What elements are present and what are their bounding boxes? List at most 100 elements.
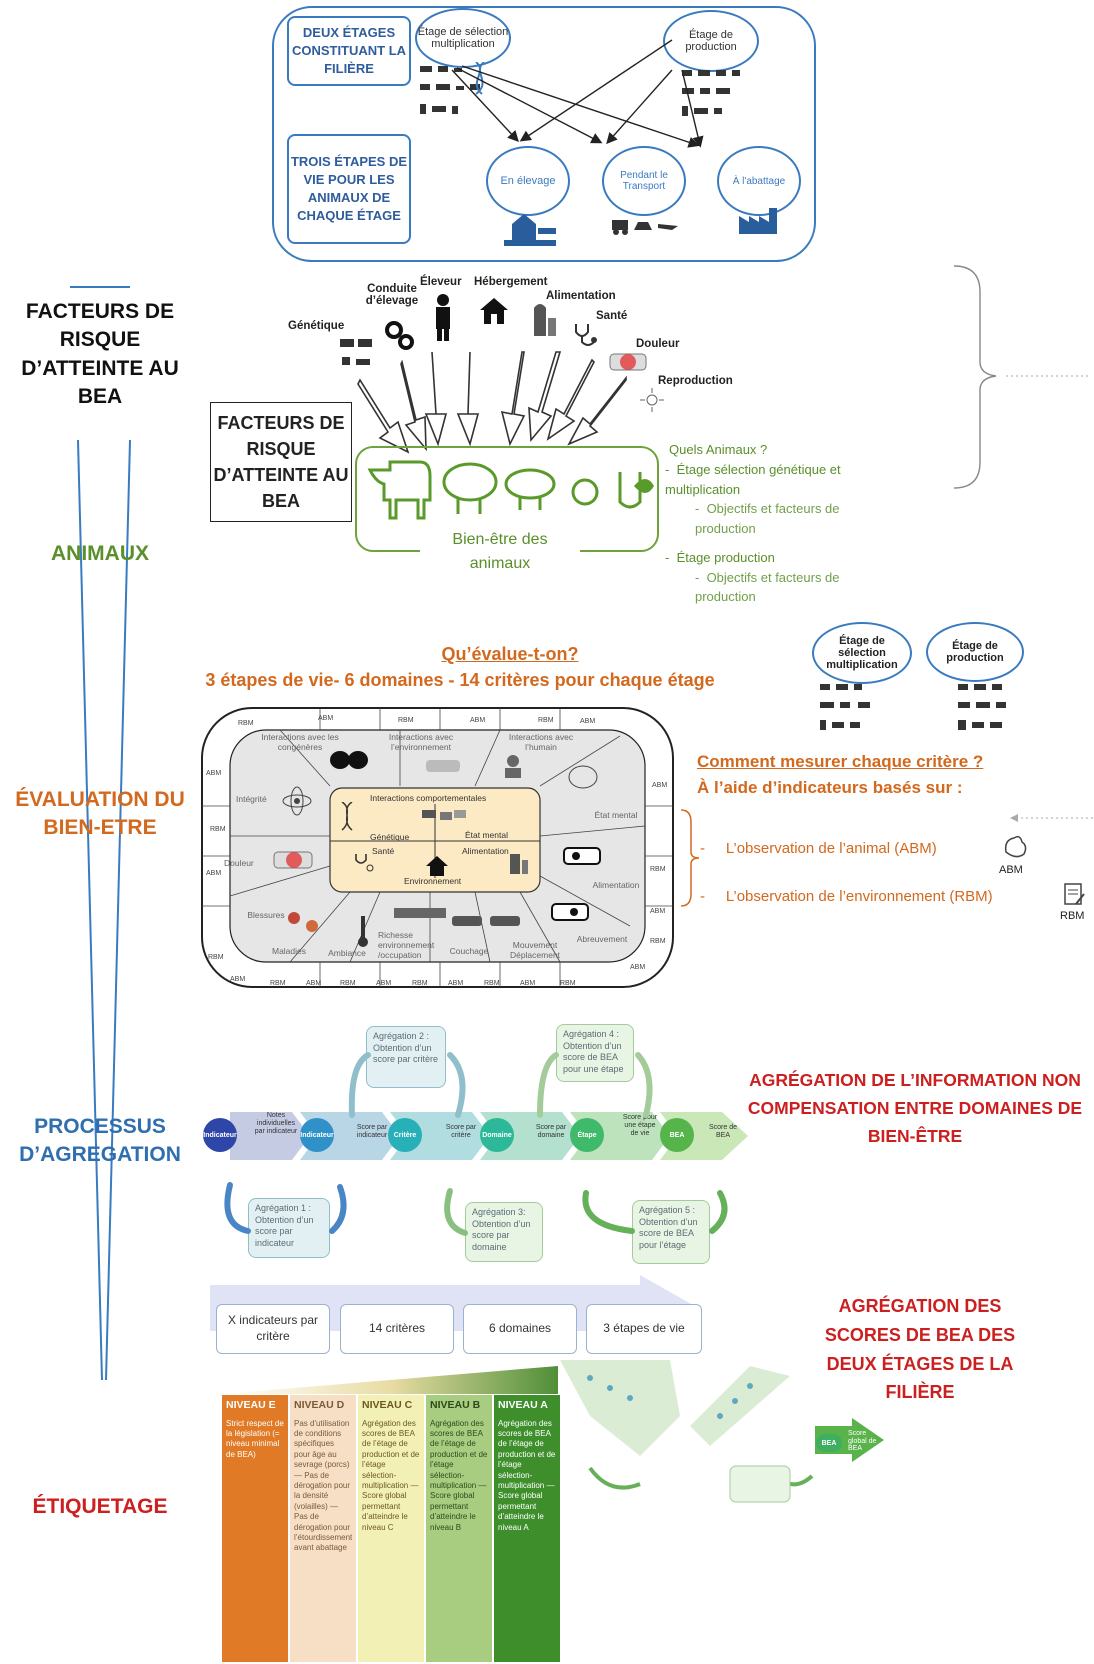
title-animals: ANIMAUX <box>51 542 149 565</box>
factor-breeder: Éleveur <box>420 276 462 288</box>
rim-abm: ABM <box>520 980 536 987</box>
sheep-icon <box>330 751 368 769</box>
level-text: Pas d'utilisation de conditions spécifiq… <box>294 1418 353 1553</box>
animal-pictograms-production-icon <box>682 70 740 116</box>
brain-icon <box>568 765 598 789</box>
animal-pictograms-icon <box>420 62 485 114</box>
cow-icon <box>426 760 460 772</box>
step-domains: 6 domaines <box>463 1304 577 1354</box>
chevron-note: Score par indicateur <box>356 1124 388 1140</box>
aggregation-stages-title: AGRÉGATION DES SCORES DE BEA DES DEUX ÉT… <box>824 1296 1016 1403</box>
rim-rbm: RBM <box>210 826 226 833</box>
agg1-box: Agrégation 1 : Obtention d’un score par … <box>248 1198 330 1258</box>
rim-abm: ABM <box>652 782 668 789</box>
node-indicator: Indicateur <box>203 1118 237 1152</box>
pain-cow-small-icon <box>273 851 313 869</box>
domain-label: Alimentation <box>462 846 509 856</box>
rim-rbm: RBM <box>238 720 254 727</box>
factor-health: Santé <box>596 310 628 322</box>
level-title: NIVEAU D <box>294 1399 345 1411</box>
node-criterion: Critère <box>388 1118 422 1152</box>
objectives1-text: Objectifs et facteurs de production <box>695 501 840 536</box>
rbm-badge: RBM <box>1060 910 1085 922</box>
objectives2-text: Objectifs et facteurs de production <box>695 569 840 605</box>
factory-icon <box>739 208 777 234</box>
level-column-niveau-a: NIVEAU A Agrégation des scores de BEA de … <box>494 1395 560 1662</box>
inner-silo-icon <box>510 854 528 874</box>
node-indicator-2: Indicateur <box>300 1118 334 1152</box>
transport-icon <box>612 220 678 235</box>
title-process: PROCESSUS D’AGREGATION <box>19 1115 181 1167</box>
rim-abm: ABM <box>376 980 392 987</box>
domain-label: Environnement <box>404 876 462 886</box>
which-animals-title: Quels Animaux ? <box>669 442 768 457</box>
stage-arrows <box>451 39 704 148</box>
top-panel <box>272 6 816 262</box>
level-title: NIVEAU A <box>498 1399 548 1411</box>
human-icon <box>505 755 521 778</box>
life-slaughter-bubble: À l'abattage <box>717 146 801 216</box>
chevron-note: Score par domaine <box>535 1124 567 1140</box>
rim-abm: ABM <box>318 715 334 722</box>
rim-rbm: RBM <box>650 866 666 873</box>
steps-arrow <box>210 1275 700 1341</box>
step-indicators: X indicateurs par critère <box>216 1304 330 1354</box>
rim-abm: ABM <box>230 976 246 983</box>
level-column-niveau-d: NIVEAU D Pas d'utilisation de conditions … <box>290 1395 356 1662</box>
level-title: NIVEAU C <box>362 1399 413 1411</box>
stage-production-bubble: Étage de production <box>663 10 759 72</box>
title-evaluation: ÉVALUATION DU BIEN-ETRE <box>15 788 185 840</box>
labelling-gradient-bar <box>222 1366 558 1394</box>
injury-icon <box>288 912 318 932</box>
chevron-note: Notes individuelles par indicateur <box>254 1112 298 1136</box>
criterion-label: Richesse environnement /occupation <box>378 930 435 960</box>
criterion-label: Interactions avec les congénères <box>261 732 339 752</box>
lying-cows-icon <box>452 916 520 926</box>
criterion-label: Mouvement Déplacement <box>509 940 561 960</box>
abm-item: - L’observation de l’animal (ABM) <box>700 840 937 857</box>
thermometer-icon <box>358 916 368 947</box>
criterion-label: Interactions avec l’humain <box>508 732 574 752</box>
title-risk-factors: FACTEURS DE RISQUE D’ATTEINTE AU BEA <box>21 300 179 409</box>
criterion-label: Couchage <box>449 946 489 956</box>
aggregation-title: AGRÉGATION DE L’INFORMATION NON COMPENSA… <box>747 1070 1083 1146</box>
agg5-box: Agrégation 5 : Obtention d’un score de B… <box>632 1200 710 1264</box>
gears-icon <box>385 321 414 350</box>
chevron-note: Score pour une étape de vie <box>622 1114 658 1138</box>
which-animals-list: - Étage sélection génétique et multiplic… <box>665 460 855 607</box>
rim-rbm: RBM <box>270 980 286 987</box>
criterion-label: Interactions avec l’environnement <box>388 732 454 752</box>
how-bracket <box>680 809 700 907</box>
factor-husbandry: Conduite d’élevage <box>365 283 419 307</box>
rim-rbm: RBM <box>560 980 576 987</box>
rim-abm: ABM <box>206 870 222 877</box>
pain-cow-icon <box>609 353 647 371</box>
node-step: Étape <box>570 1118 604 1152</box>
house-icon <box>480 298 508 324</box>
step-criteria: 14 critères <box>340 1304 454 1354</box>
inner-animals-icon <box>422 810 466 820</box>
life-breeding-bubble: En élevage <box>486 146 570 216</box>
stethoscope-icon <box>575 324 597 346</box>
rim-rbm: RBM <box>484 980 500 987</box>
rim-abm: ABM <box>580 718 596 725</box>
landscape-icon <box>394 908 446 918</box>
title-labelling: ÉTIQUETAGE <box>32 1495 168 1518</box>
step-life-stages: 3 étapes de vie <box>586 1304 702 1354</box>
mini-aggregation-graphic <box>560 1360 884 1503</box>
criterion-label: Intégrité <box>236 794 267 804</box>
rim-abm: ABM <box>448 980 464 987</box>
rim-rbm: RBM <box>538 717 554 724</box>
eval-stage-production: Étage de production <box>926 622 1024 682</box>
node-bea: BEA <box>660 1118 694 1152</box>
criterion-label: Maladies <box>271 946 307 956</box>
rim-abm: ABM <box>306 980 322 987</box>
inner-house-icon <box>426 856 448 876</box>
process-loop-arrows <box>224 1052 728 1236</box>
level-title: NIVEAU B <box>430 1399 481 1411</box>
criterion-label: Douleur <box>224 858 254 868</box>
criterion-label: Abreuvement <box>576 934 628 944</box>
level-text: Agrégation des scores de BEA de l’étage … <box>498 1418 556 1532</box>
